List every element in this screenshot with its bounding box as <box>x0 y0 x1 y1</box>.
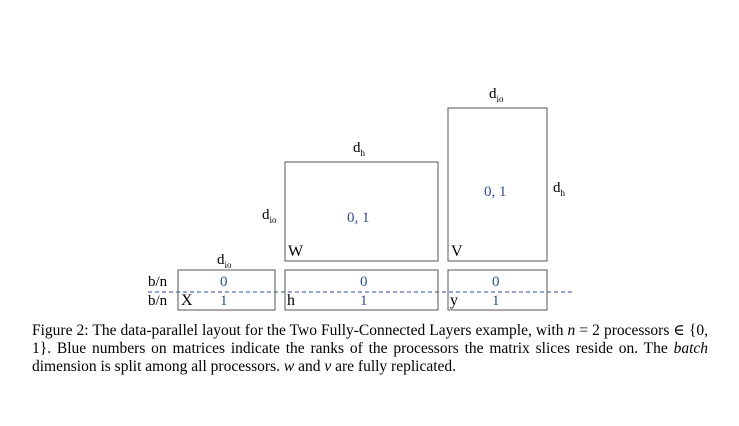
w-left-dim-label: dio <box>262 207 277 225</box>
y-rank-bottom: 1 <box>492 293 500 309</box>
figure-label: Figure 2: <box>32 322 89 339</box>
w-ranks: 0, 1 <box>347 210 370 226</box>
w-matrix <box>284 161 439 262</box>
x-matrix-name: X <box>181 292 193 309</box>
y-rank-top: 0 <box>492 274 500 290</box>
v-matrix-name: V <box>451 243 463 260</box>
caption-text-and: and <box>298 358 321 375</box>
y-matrix-name: y <box>450 292 458 309</box>
caption-var-n: n <box>567 322 576 339</box>
caption-text-4: are fully replicated. <box>335 358 457 375</box>
caption-batch-word: batch <box>673 340 708 357</box>
x-dim-label: dio <box>217 252 232 270</box>
y-matrix <box>447 269 548 311</box>
x-rank-top: 0 <box>220 274 228 290</box>
figure-caption: Figure 2: The data-parallel layout for t… <box>32 322 708 376</box>
caption-eq: = 2 <box>575 322 600 339</box>
x-matrix <box>177 269 276 311</box>
row-label-bottom: b/n <box>148 293 168 309</box>
layout-diagram: b/n b/n X 0 1 dio h 0 1 y 0 1 W 0, 1 dh … <box>148 86 573 311</box>
caption-var-v: v <box>324 358 332 375</box>
caption-text-3: dimension is split among all processors. <box>32 358 280 375</box>
v-ranks: 0, 1 <box>484 184 507 200</box>
h-rank-bottom: 1 <box>360 293 368 309</box>
w-top-dim-label: dh <box>353 140 366 158</box>
v-matrix <box>447 107 548 262</box>
row-label-top: b/n <box>148 274 168 290</box>
v-right-dim-label: dh <box>553 180 566 198</box>
h-matrix <box>284 269 439 311</box>
caption-text-1: The data-parallel layout for the Two Ful… <box>92 322 564 339</box>
h-matrix-name: h <box>287 292 295 309</box>
h-rank-top: 0 <box>360 274 368 290</box>
w-matrix-name: W <box>288 243 304 260</box>
x-rank-bottom: 1 <box>220 293 228 309</box>
v-top-dim-label: dio <box>489 86 504 104</box>
caption-text-2: processors ∈ {0, 1}. Blue numbers on mat… <box>32 322 709 357</box>
caption-var-w: w <box>283 358 295 375</box>
